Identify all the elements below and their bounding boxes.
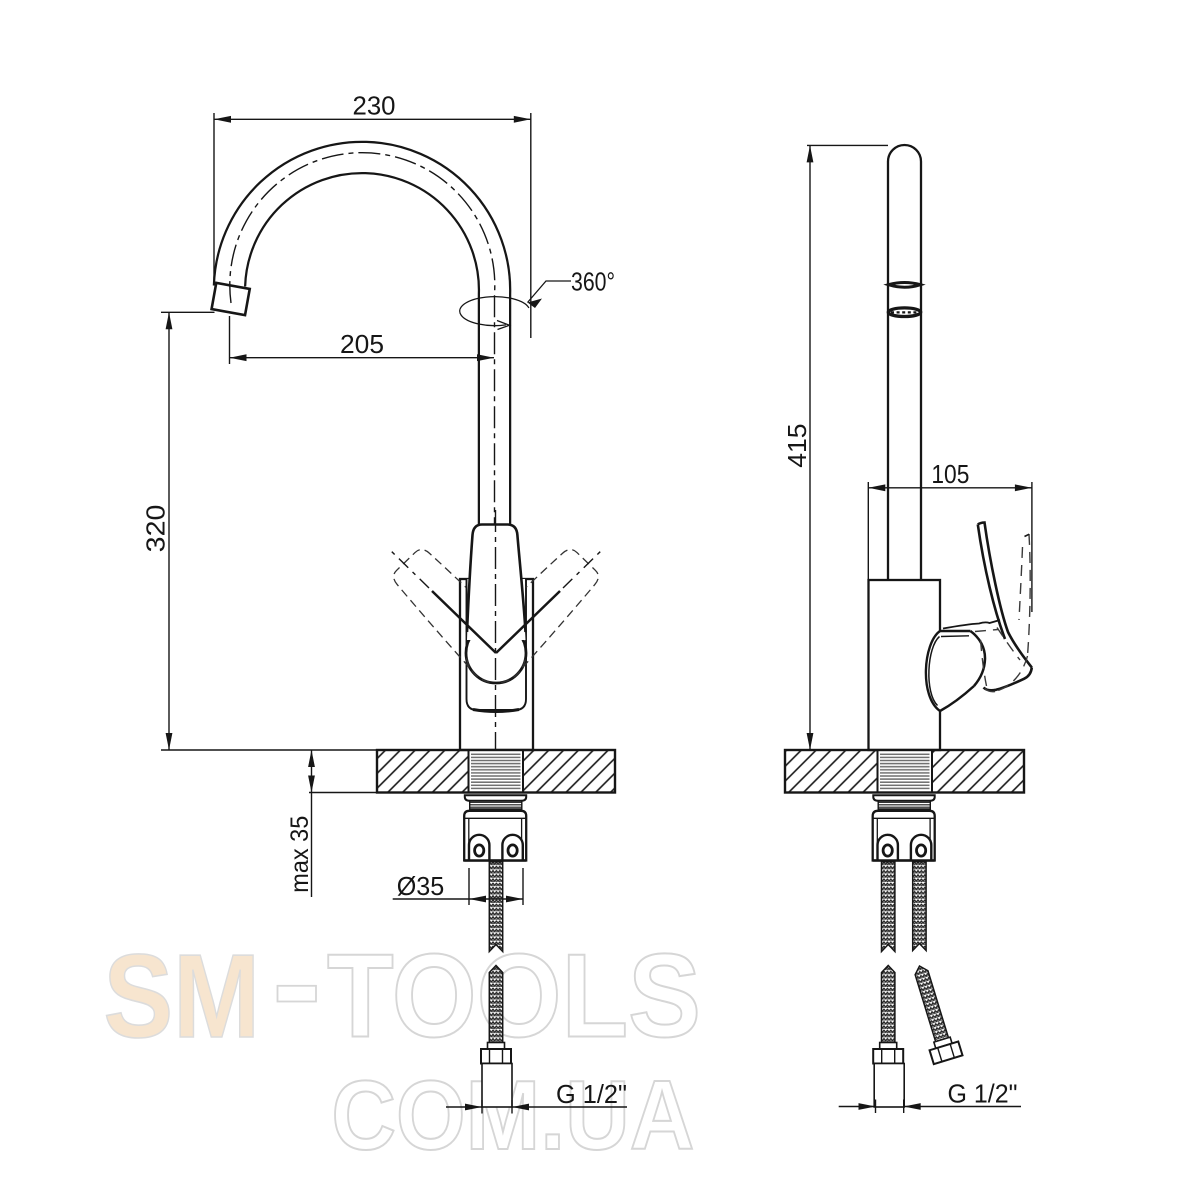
svg-text:105: 105 <box>931 459 969 489</box>
svg-text:TOOLS: TOOLS <box>327 930 701 1063</box>
svg-text:320: 320 <box>141 505 171 553</box>
svg-text:360°: 360° <box>571 267 615 297</box>
svg-text:SM: SM <box>104 930 261 1063</box>
svg-text:Ø35: Ø35 <box>397 871 445 901</box>
svg-text:415: 415 <box>782 424 812 468</box>
svg-text:G 1/2": G 1/2" <box>556 1079 627 1109</box>
svg-text:230: 230 <box>353 91 396 121</box>
svg-text:G 1/2": G 1/2" <box>948 1079 1018 1109</box>
svg-text:max 35: max 35 <box>286 816 314 893</box>
svg-text:205: 205 <box>340 329 384 359</box>
svg-text:COM.UA: COM.UA <box>331 1060 694 1170</box>
